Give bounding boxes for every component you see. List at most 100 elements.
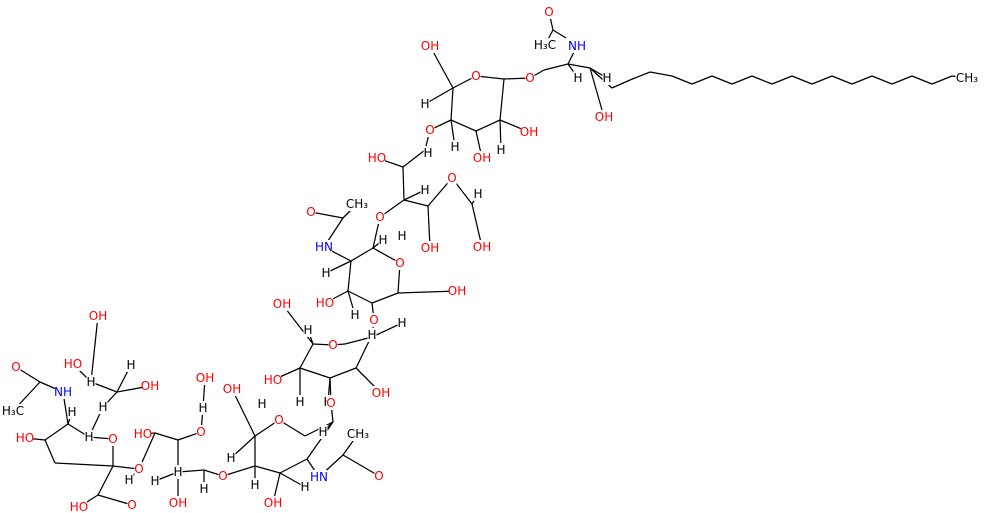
atom-text-oh: OH xyxy=(520,125,538,139)
atom-label-11: H xyxy=(496,143,506,157)
bond-18 xyxy=(791,75,813,85)
atom-text-oh: OH xyxy=(141,379,159,393)
bond-123 xyxy=(97,494,133,506)
atom-text-h: H xyxy=(321,266,330,280)
atom-label-17: HO xyxy=(368,151,386,165)
atom-label-1: O xyxy=(544,5,554,19)
atom-text-nh: NH xyxy=(568,39,586,53)
atom-text-h: H xyxy=(257,397,266,411)
atom-label-64: H xyxy=(199,482,209,496)
bond-34 xyxy=(475,119,501,132)
bond-14 xyxy=(711,75,733,85)
atom-label-32: OH xyxy=(448,284,466,298)
atom-label-51: OH xyxy=(264,496,282,510)
atom-label-40: HO xyxy=(264,373,282,387)
atom-label-39: H xyxy=(367,328,377,342)
atom-label-5: H xyxy=(602,71,612,85)
atom-label-77: O xyxy=(108,432,118,446)
atom-text-o: O xyxy=(525,71,534,85)
atom-text-oh: OH xyxy=(196,371,214,385)
atom-label-4: OH xyxy=(595,110,613,124)
bond-80 xyxy=(299,343,314,369)
atom-text-o: O xyxy=(11,360,20,374)
atom-label-41: H xyxy=(295,395,305,409)
bond-15 xyxy=(731,75,753,85)
atom-label-45: OH xyxy=(223,382,241,396)
atom-label-13: H xyxy=(450,140,460,154)
atom-text-h: H xyxy=(250,478,259,492)
atom-label-67: OH xyxy=(89,309,107,323)
atom-label-59: O xyxy=(196,425,206,439)
atom-label-33: H xyxy=(350,308,360,322)
atom-text-ho: HO xyxy=(316,296,334,310)
atom-label-23: OH xyxy=(421,241,439,255)
atom-text-o: O xyxy=(374,469,383,483)
atom-text-h3c: H₃C xyxy=(534,38,556,52)
atom-label-8: OH xyxy=(421,39,439,53)
atom-label-6: O xyxy=(525,71,535,85)
atom-label-61: H xyxy=(150,474,160,488)
atom-label-2: NH xyxy=(568,39,586,53)
atom-label-34: O xyxy=(369,313,379,327)
bond-32 xyxy=(450,87,454,121)
atom-label-55: O xyxy=(374,469,384,483)
atom-text-oh: OH xyxy=(448,284,466,298)
atom-label-3: H xyxy=(573,71,583,85)
bond-20 xyxy=(831,75,853,85)
atom-label-76: H xyxy=(84,430,94,444)
bond-60 xyxy=(350,247,374,262)
atom-text-h: H xyxy=(350,308,359,322)
atom-text-ch3: CH₃ xyxy=(347,427,369,441)
atom-label-62: H xyxy=(173,465,183,479)
atom-label-19: O xyxy=(447,171,457,185)
atom-label-37: H xyxy=(303,323,313,337)
bond-69 xyxy=(397,290,458,294)
atom-text-o: O xyxy=(544,5,553,19)
bond-35 xyxy=(499,78,505,121)
atom-text-ho: HO xyxy=(70,500,88,513)
atom-text-h: H xyxy=(397,229,406,243)
bond-24 xyxy=(911,75,933,85)
bond-45 xyxy=(402,149,426,168)
atom-label-10: OH xyxy=(520,125,538,139)
bond-27 xyxy=(543,63,569,71)
atom-text-ho: HO xyxy=(368,151,386,165)
atom-label-14: O xyxy=(425,123,435,137)
bond-97 xyxy=(222,465,256,477)
bond-74 xyxy=(371,322,403,338)
atom-label-53: HN xyxy=(310,470,328,484)
bond-94 xyxy=(231,388,256,437)
atom-text-h: H xyxy=(496,143,505,157)
atom-text-oh: OH xyxy=(595,110,613,124)
bond-13 xyxy=(691,75,713,85)
atom-label-27: HN xyxy=(315,240,333,254)
atom-text-nh: NH xyxy=(54,385,72,399)
atom-text-oh: OH xyxy=(169,496,187,510)
atom-label-15: CH₃ xyxy=(955,71,979,85)
bond-53 xyxy=(471,203,483,248)
atom-label-58: H xyxy=(198,401,208,415)
atom-text-o: O xyxy=(328,338,337,352)
atom-label-30: O xyxy=(395,256,405,270)
atom-text-ho: HO xyxy=(64,357,82,371)
bond-137 xyxy=(54,462,114,467)
atom-label-31: HO xyxy=(316,296,334,310)
bond-49 xyxy=(403,199,429,207)
bond-143 xyxy=(90,315,99,383)
atom-text-h: H xyxy=(318,425,327,439)
atom-text-oh: OH xyxy=(264,496,282,510)
bond-12 xyxy=(671,75,693,85)
atom-text-h: H xyxy=(573,71,582,85)
atom-text-oh: OH xyxy=(473,240,491,254)
bond-134 xyxy=(44,423,69,441)
atom-text-hn: HN xyxy=(315,240,333,254)
atom-text-o: O xyxy=(108,432,117,446)
atom-text-h: H xyxy=(303,323,312,337)
atom-text-h: H xyxy=(450,140,459,154)
atom-label-46: H xyxy=(257,397,267,411)
bond-66 xyxy=(371,292,399,304)
atom-label-20: H xyxy=(473,187,483,201)
bond-21 xyxy=(851,75,873,85)
bond-6 xyxy=(589,67,605,118)
atom-text-h: H xyxy=(98,400,107,414)
